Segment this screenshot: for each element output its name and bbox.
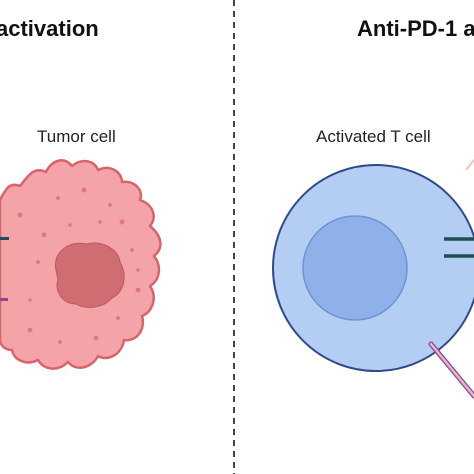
left-panel-heading: activation xyxy=(0,16,99,41)
tumor-cell-granules xyxy=(17,187,141,344)
t-cell-nucleus xyxy=(302,215,408,321)
t-cell-label: Activated T cell xyxy=(316,127,431,146)
pd1-receptor-highlight xyxy=(429,342,474,398)
tumor-cell-nucleus xyxy=(54,242,125,308)
tumor-receptor-dark xyxy=(0,237,9,240)
tumor-cell xyxy=(0,159,162,370)
tumor-receptor-purple xyxy=(0,298,8,301)
right-panel-heading: Anti-PD-1 a xyxy=(357,16,474,41)
antibody-fragment xyxy=(465,159,474,171)
tumor-cell-label: Tumor cell xyxy=(37,127,116,146)
activated-t-cell xyxy=(272,159,474,399)
